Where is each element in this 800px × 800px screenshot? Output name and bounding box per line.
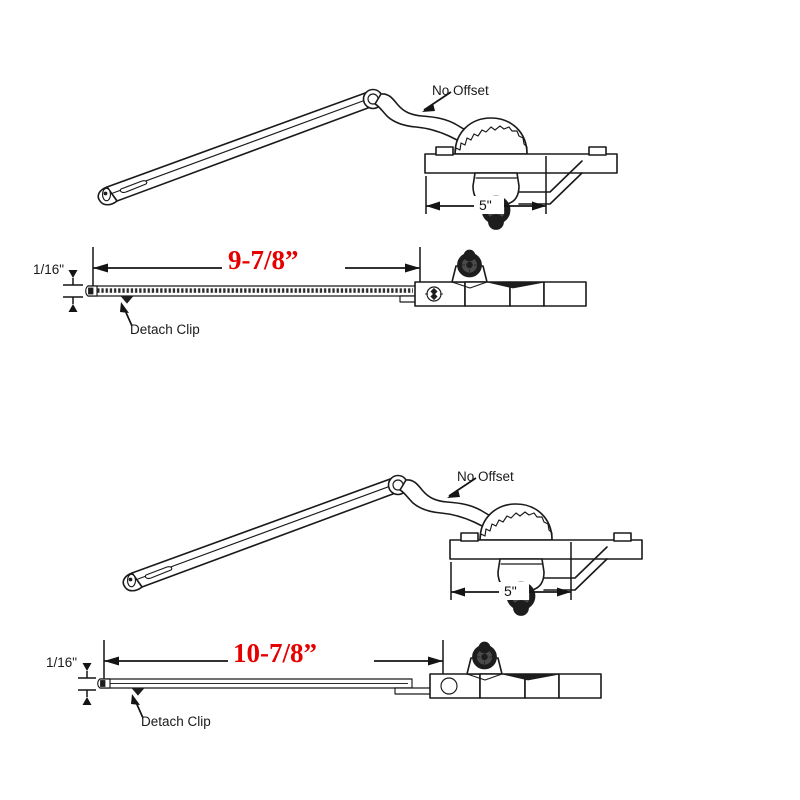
upper-length-label: 9-7/8” [228, 245, 299, 275]
lower-detach-clip-label: Detach Clip [141, 714, 211, 729]
upper-no-offset-label: No Offset [432, 83, 489, 98]
assembly-upper: No Offset 5" 1/16" [33, 83, 618, 337]
upper-base-width-label: 5" [479, 197, 492, 213]
upper-gap-dimension: 1/16" [33, 262, 83, 312]
upper-gap-label: 1/16" [33, 262, 64, 277]
lower-base-width-dimension: 5" [450, 542, 572, 600]
upper-arm-texture [97, 288, 413, 294]
lower-side-view-body [97, 641, 602, 699]
lower-no-offset-label: No Offset [457, 469, 514, 484]
lower-base-width-label: 5" [504, 583, 517, 599]
lower-length-dimension: 10-7/8” [103, 637, 444, 679]
lower-gap-label: 1/16" [46, 655, 77, 670]
lower-detach-clip-callout: Detach Clip [131, 694, 211, 729]
lower-gap-dimension: 1/16" [46, 655, 96, 705]
upper-no-offset-callout: No Offset [422, 83, 489, 112]
upper-side-view-body [85, 249, 587, 307]
upper-detach-clip-callout: Detach Clip [120, 302, 200, 337]
upper-base-width-dimension: 5" [425, 156, 547, 214]
assembly-lower: No Offset 5" 1/16" [46, 469, 643, 729]
upper-length-dimension: 9-7/8” [92, 244, 421, 286]
lower-no-offset-callout: No Offset [447, 469, 514, 498]
lower-length-label: 10-7/8” [233, 638, 317, 668]
upper-detach-clip-label: Detach Clip [130, 322, 200, 337]
